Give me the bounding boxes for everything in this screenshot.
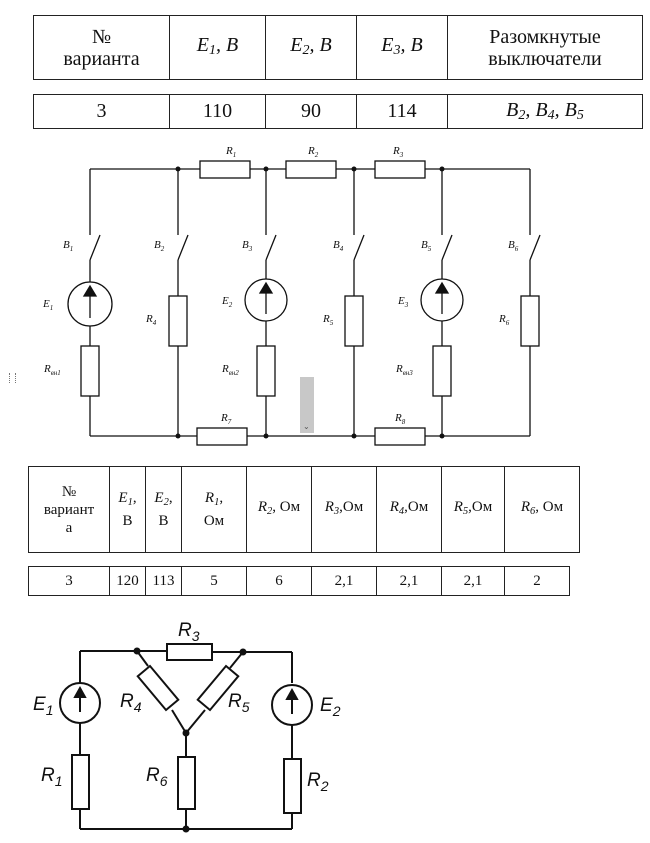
- label2-r3: R3: [178, 620, 200, 644]
- variant-table-2-row: 3 120 113 5 6 2,1 2,1 2,1 2: [28, 566, 570, 596]
- t2-cell-e1: 120: [109, 566, 146, 596]
- label-r2: R2: [307, 145, 319, 159]
- t2-cell-r5: 2,1: [441, 566, 505, 596]
- cell-switches: B2, B4, B5: [447, 94, 643, 129]
- t2-cell-r3: 2,1: [311, 566, 377, 596]
- label-b2: B2: [154, 239, 165, 253]
- label-b4: B4: [333, 239, 344, 253]
- cell-e1: 110: [169, 94, 266, 129]
- t2-cell-r1: 5: [181, 566, 247, 596]
- label-e1: E1: [42, 298, 53, 312]
- label-b5: B5: [421, 239, 432, 253]
- label2-r1: R1: [41, 765, 63, 789]
- label2-r5: R5: [228, 691, 250, 715]
- t2-cell-e2: 113: [145, 566, 182, 596]
- label-r4: R4: [145, 313, 157, 327]
- label-r5: R5: [322, 313, 334, 327]
- t2-cell-r4: 2,1: [376, 566, 442, 596]
- label-b6: B6: [508, 239, 519, 253]
- t2-header-r4: R4,Ом: [376, 466, 442, 553]
- t2-header-r1: R1,Ом: [181, 466, 247, 553]
- label2-r4: R4: [120, 691, 142, 715]
- label-r6: R6: [498, 313, 510, 327]
- label-r7: R7: [220, 412, 232, 426]
- label-b1: B1: [63, 239, 73, 253]
- t2-header-r3: R3,Ом: [311, 466, 377, 553]
- label-b3: B3: [242, 239, 253, 253]
- cell-variant: 3: [33, 94, 170, 129]
- label-rvn1: Rвн1: [43, 363, 61, 377]
- label2-r2: R2: [307, 770, 329, 794]
- embedded-scroll-handle[interactable]: ⌄: [300, 377, 314, 433]
- variant-table-1-row: 3 110 90 114 B2, B4, B5: [33, 94, 643, 129]
- label2-e1: E1: [33, 694, 53, 718]
- t2-header-r6: R6, Ом: [504, 466, 580, 553]
- label-r8: R8: [394, 412, 406, 426]
- t2-cell-r6: 2: [504, 566, 570, 596]
- label2-r6: R6: [146, 765, 168, 789]
- t2-cell-r2: 6: [246, 566, 312, 596]
- label-e2: E2: [221, 295, 233, 309]
- t2-header-e2: E2,В: [145, 466, 182, 553]
- t2-cell-variant: 3: [28, 566, 110, 596]
- label-e3: E3: [397, 295, 409, 309]
- side-marker: [9, 373, 16, 383]
- label-rvn2: Rвн2: [221, 363, 239, 377]
- label2-e2: E2: [320, 695, 341, 719]
- label-r3: R3: [392, 145, 404, 159]
- label-r1: R1: [225, 145, 236, 159]
- t2-header-r2: R2, Ом: [246, 466, 312, 553]
- t2-header-e1: E1,В: [109, 466, 146, 553]
- header-e1: E1, В: [169, 15, 266, 80]
- header-e2: E2, В: [265, 15, 357, 80]
- header-e3: E3, В: [356, 15, 448, 80]
- t2-header-r5: R5,Ом: [441, 466, 505, 553]
- cell-e3: 114: [356, 94, 448, 129]
- label-rvn3: Rвн3: [395, 363, 413, 377]
